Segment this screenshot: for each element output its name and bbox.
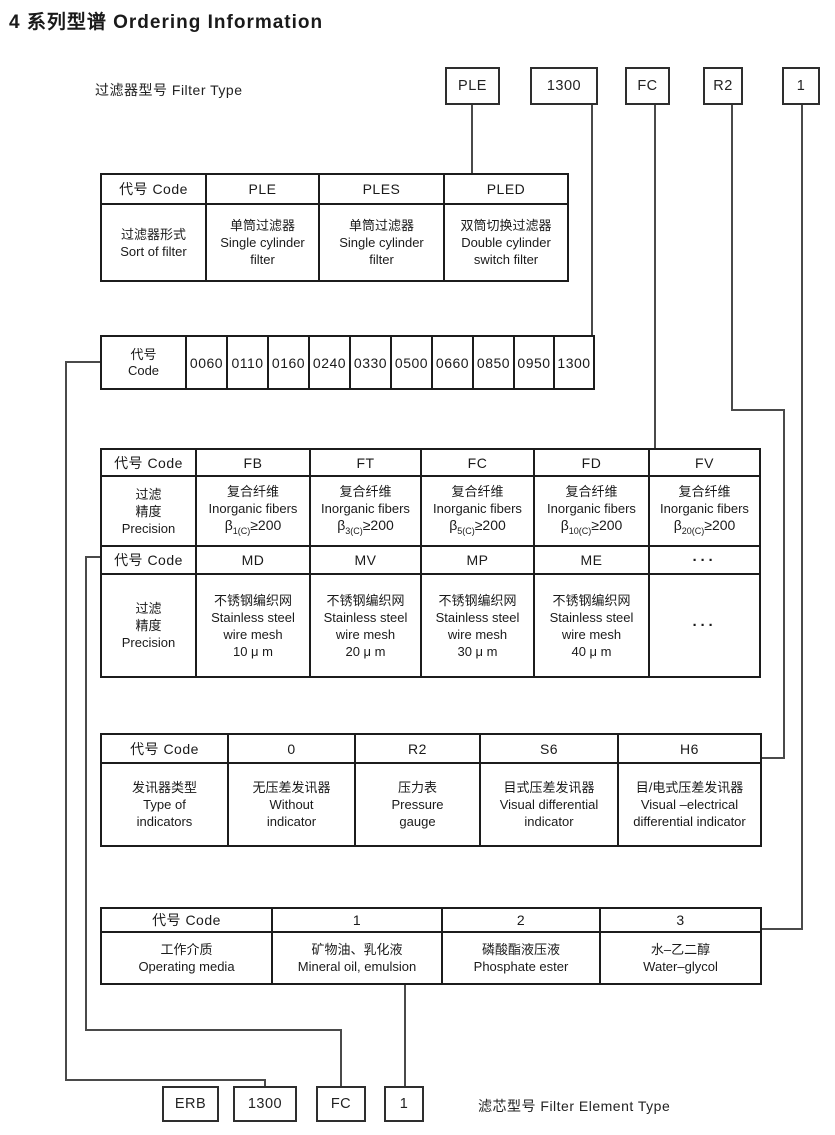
desc-ples: 单筒过滤器 Single cylinder filter — [318, 203, 445, 282]
size-code: 0500 — [390, 335, 433, 390]
connector-element-size-h — [65, 1079, 266, 1081]
code-ple: PLE — [205, 173, 320, 205]
element-box-precision: FC — [316, 1086, 366, 1122]
size-code: 0950 — [513, 335, 555, 390]
ellipsis-cell: ··· — [648, 573, 761, 678]
desc-media-3: 水–乙二醇 Water–glycol — [599, 931, 762, 985]
code-ples: PLES — [318, 173, 445, 205]
connector-series-to-table1 — [471, 105, 473, 173]
desc-fd: 复合纤维 Inorganic fibers β10(C)≥200 — [533, 475, 650, 547]
code-fc: FC — [420, 448, 535, 477]
code-header: 代号 Code — [100, 733, 229, 764]
ellipsis-cell: ··· — [648, 545, 761, 575]
code-0: 0 — [227, 733, 356, 764]
filter-type-table: 代号 Code PLE PLES PLED 过滤器形式 Sort of filt… — [100, 173, 569, 282]
precision-table: 代号 Code FB FT FC FD FV 过滤 精度 Precision 复… — [100, 448, 761, 678]
size-code: 0850 — [472, 335, 515, 390]
desc-fb: 复合纤维 Inorganic fibers β1(C)≥200 — [195, 475, 311, 547]
code-header: 代号 Code — [100, 448, 197, 477]
row-label-sort-of-filter: 过滤器形式 Sort of filter — [100, 203, 207, 282]
model-box-size: 1300 — [530, 67, 598, 105]
media-table: 代号 Code 1 2 3 工作介质 Operating media 矿物油、乳… — [100, 907, 762, 985]
connector-size-to-table2 — [591, 105, 593, 335]
size-code-table: 代号 Code 0060 0110 0160 0240 0330 0500 06… — [100, 335, 595, 390]
code-2: 2 — [441, 907, 601, 933]
desc-fv: 复合纤维 Inorganic fibers β20(C)≥200 — [648, 475, 761, 547]
element-box-series: ERB — [162, 1086, 219, 1122]
desc-fc: 复合纤维 Inorganic fibers β5(C)≥200 — [420, 475, 535, 547]
indicator-table: 代号 Code 0 R2 S6 H6 发讯器类型 Type of indicat… — [100, 733, 762, 847]
desc-h6: 目/电式压差发讯器 Visual –electrical differentia… — [617, 762, 762, 847]
desc-mv: 不锈钢编织网 Stainless steel wire mesh 20 μ m — [309, 573, 422, 678]
connector-element-size-v — [65, 361, 67, 1081]
code-header: 代号 Code — [100, 907, 273, 933]
desc-me: 不锈钢编织网 Stainless steel wire mesh 40 μ m — [533, 573, 650, 678]
size-code: 1300 — [553, 335, 595, 390]
code-s6: S6 — [479, 733, 619, 764]
code-ft: FT — [309, 448, 422, 477]
filter-type-label: 过滤器型号 Filter Type — [95, 82, 243, 98]
code-header: 代号 Code — [100, 545, 197, 575]
size-code: 0060 — [185, 335, 228, 390]
connector-element-precision-stub — [85, 556, 100, 558]
code-me: ME — [533, 545, 650, 575]
desc-media-1: 矿物油、乳化液 Mineral oil, emulsion — [271, 931, 443, 985]
connector-element-size-stub — [65, 361, 100, 363]
connector-media-h — [760, 928, 803, 930]
code-1: 1 — [271, 907, 443, 933]
page-title: 4 系列型谱 Ordering Information — [9, 12, 324, 33]
desc-mp: 不锈钢编织网 Stainless steel wire mesh 30 μ m — [420, 573, 535, 678]
code-header: 代号 Code — [100, 173, 207, 205]
code-r2: R2 — [354, 733, 481, 764]
size-code: 0330 — [349, 335, 392, 390]
size-code: 0160 — [267, 335, 310, 390]
code-fv: FV — [648, 448, 761, 477]
connector-indicator-v2 — [783, 409, 785, 759]
code-3: 3 — [599, 907, 762, 933]
element-box-size: 1300 — [233, 1086, 297, 1122]
desc-media-2: 磷酸酯液压液 Phosphate ester — [441, 931, 601, 985]
connector-element-size-drop — [264, 1079, 266, 1088]
filter-element-type-label: 滤芯型号 Filter Element Type — [478, 1098, 671, 1114]
desc-ft: 复合纤维 Inorganic fibers β3(C)≥200 — [309, 475, 422, 547]
desc-ple: 单筒过滤器 Single cylinder filter — [205, 203, 320, 282]
connector-indicator-v1 — [731, 105, 733, 411]
row-label-precision: 过滤 精度 Precision — [100, 475, 197, 547]
connector-indicator-h2 — [760, 757, 785, 759]
desc-s6: 目式压差发讯器 Visual differential indicator — [479, 762, 619, 847]
row-label-operating-media: 工作介质 Operating media — [100, 931, 273, 985]
row-label-indicator-type: 发讯器类型 Type of indicators — [100, 762, 229, 847]
code-mv: MV — [309, 545, 422, 575]
size-code: 0660 — [431, 335, 474, 390]
model-box-series: PLE — [445, 67, 500, 105]
code-header: 代号 Code — [100, 335, 187, 390]
desc-r2: 压力表 Pressure gauge — [354, 762, 481, 847]
size-code: 0110 — [226, 335, 269, 390]
connector-element-media-v — [404, 983, 406, 1088]
model-box-precision: FC — [625, 67, 670, 105]
model-box-media: 1 — [782, 67, 820, 105]
connector-media-v — [801, 105, 803, 930]
connector-precision-to-table3 — [654, 105, 656, 448]
desc-0: 无压差发讯器 Without indicator — [227, 762, 356, 847]
code-fd: FD — [533, 448, 650, 477]
model-box-indicator: R2 — [703, 67, 743, 105]
code-mp: MP — [420, 545, 535, 575]
connector-element-precision-h — [85, 1029, 342, 1031]
size-code: 0240 — [308, 335, 351, 390]
code-h6: H6 — [617, 733, 762, 764]
code-pled: PLED — [443, 173, 569, 205]
connector-indicator-h1 — [731, 409, 785, 411]
connector-element-precision-drop — [340, 1029, 342, 1088]
desc-md: 不锈钢编织网 Stainless steel wire mesh 10 μ m — [195, 573, 311, 678]
row-label-precision: 过滤 精度 Precision — [100, 573, 197, 678]
element-box-media: 1 — [384, 1086, 424, 1122]
code-md: MD — [195, 545, 311, 575]
desc-pled: 双筒切换过滤器 Double cylinder switch filter — [443, 203, 569, 282]
connector-element-precision-v — [85, 556, 87, 1031]
code-fb: FB — [195, 448, 311, 477]
